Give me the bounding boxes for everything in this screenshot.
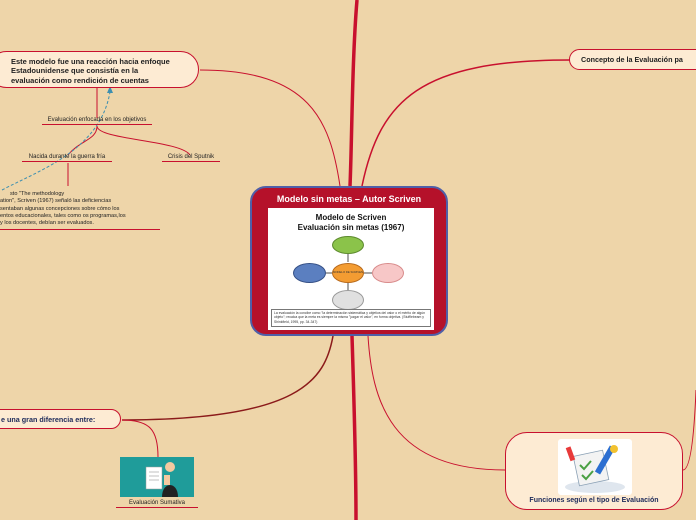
left-node-line2: Estadounidense que consistía en la bbox=[11, 66, 139, 76]
diferencia-label: e una gran diferencia entre: bbox=[1, 415, 96, 424]
grey-bubble bbox=[332, 290, 364, 310]
green-bubble bbox=[332, 236, 364, 254]
connector-to-diferencia bbox=[121, 335, 334, 421]
central-title: Modelo sin metas – Autor Scriven bbox=[276, 194, 422, 204]
center-orange-bubble: MODELO DE SCRIVEN bbox=[332, 263, 364, 283]
connector-to-right-node bbox=[361, 59, 571, 187]
scriven-model-image: Modelo de Scriven Evaluación sin metas (… bbox=[268, 208, 434, 330]
methodology-line4: entos educacionales, tales como os progr… bbox=[0, 212, 126, 219]
sumativa-image bbox=[120, 457, 194, 497]
connector-to-left-node bbox=[199, 69, 341, 187]
topic-sumativa[interactable]: Evaluación Sumativa bbox=[116, 500, 198, 508]
connector-main-vertical bbox=[348, 0, 359, 187]
methodology-line2: ation", Scriven (1967) señaló las defici… bbox=[0, 198, 112, 205]
image-caption: La evaluación la concibe como "la determ… bbox=[271, 309, 431, 327]
center-bubble-label: MODELO DE SCRIVEN bbox=[333, 270, 363, 275]
connector-objetivos-to-sputnik bbox=[96, 125, 191, 156]
topic-guerra-fria[interactable]: Nacida durante la guerra fría bbox=[22, 154, 112, 162]
person-document-icon bbox=[145, 462, 178, 497]
arrow-head-icon bbox=[107, 86, 113, 93]
methodology-line1: sto "The methodology bbox=[10, 191, 65, 197]
central-node[interactable]: Modelo sin metas – Autor Scriven Modelo … bbox=[250, 186, 448, 336]
connector-dashed-link bbox=[1, 91, 111, 191]
diferencia-node[interactable]: e una gran diferencia entre: bbox=[0, 409, 121, 429]
concepto-evaluacion-node[interactable]: Concepto de la Evaluación pa bbox=[569, 49, 696, 70]
connector-right-edge bbox=[682, 389, 696, 471]
concepto-label: Concepto de la Evaluación pa bbox=[581, 55, 683, 64]
blue-bubble bbox=[293, 263, 326, 283]
funciones-node[interactable]: Funciones según el tipo de Evaluación bbox=[505, 432, 683, 510]
image-title: Modelo de Scriven Evaluación sin metas (… bbox=[268, 213, 434, 232]
connector-to-funciones bbox=[367, 335, 506, 471]
funciones-image bbox=[558, 439, 632, 495]
left-node-line1: Este modelo fue una reacción hacia enfoq… bbox=[11, 57, 170, 66]
topic-sputnik[interactable]: Crisis del Sputnik bbox=[162, 154, 220, 162]
image-title-line1: Modelo de Scriven bbox=[315, 213, 387, 222]
clipboard-checklist-icon bbox=[565, 445, 625, 493]
methodology-line5: y los docentes, debían ser evaluados. bbox=[0, 220, 94, 227]
connector-main-vertical-bottom bbox=[350, 335, 358, 520]
topic-objetivos[interactable]: Evaluación enfocada en los objetivos bbox=[42, 117, 152, 125]
image-title-line2: Evaluación sin metas (1967) bbox=[297, 222, 405, 232]
left-node-line3: evaluación como rendición de cuentas bbox=[11, 75, 149, 85]
pink-bubble bbox=[372, 263, 404, 283]
methodology-line3: sentaban algunas concepciones sobre cómo… bbox=[0, 205, 120, 212]
connector-objetivos-to-guerra bbox=[67, 125, 98, 156]
methodology-text-block[interactable]: sto "The methodology ation", Scriven (19… bbox=[0, 191, 160, 231]
left-reaction-node[interactable]: Este modelo fue una reacción hacia enfoq… bbox=[0, 51, 199, 88]
connector-diferencia-to-sumativa bbox=[121, 419, 159, 458]
funciones-label: Funciones según el tipo de Evaluación bbox=[529, 497, 659, 504]
